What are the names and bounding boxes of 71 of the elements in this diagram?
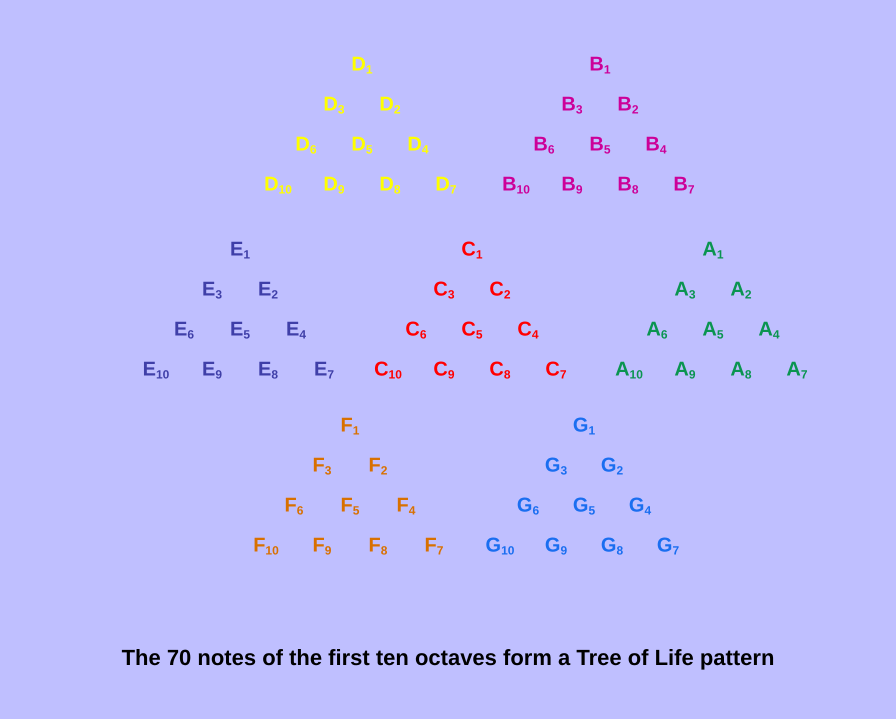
note-label: D$_{9}$ (323, 174, 345, 196)
note-label: E$_{7}$ (314, 360, 334, 380)
note-label: F$_{6}$ (284, 496, 304, 516)
note-label: F$_{8}$ (368, 536, 388, 556)
note-label: A$_{9}$ (674, 360, 696, 380)
note-label: E$_{5}$ (230, 320, 250, 340)
note-label: C$_{3}$ (433, 280, 455, 300)
note-label: B$_{4}$ (645, 134, 667, 156)
note-label: A$_{3}$ (674, 280, 696, 300)
note-label: A$_{4}$ (758, 320, 780, 340)
note-label: D$_{6}$ (295, 134, 317, 156)
note-label: E$_{2}$ (258, 280, 278, 300)
note-label: D$_{10}$ (264, 174, 292, 196)
note-label: F$_{2}$ (368, 456, 388, 476)
note-label: B$_{2}$ (617, 94, 639, 116)
note-label: B$_{5}$ (589, 134, 611, 156)
note-label: B$_{6}$ (533, 134, 555, 156)
note-label: F$_{4}$ (396, 496, 416, 516)
note-label: C$_{4}$ (517, 320, 539, 340)
note-label: C$_{7}$ (545, 360, 567, 380)
note-label: C$_{6}$ (405, 320, 427, 340)
note-label: B$_{1}$ (589, 54, 611, 76)
note-label: G$_{3}$ (544, 456, 568, 476)
note-label: E$_{4}$ (286, 320, 306, 340)
note-label: D$_{4}$ (407, 134, 429, 156)
note-label: G$_{6}$ (516, 496, 540, 516)
note-label: D$_{8}$ (379, 174, 401, 196)
note-label: E$_{8}$ (258, 360, 278, 380)
note-label: F$_{5}$ (340, 496, 360, 516)
note-label: B$_{7}$ (673, 174, 695, 196)
note-label: B$_{10}$ (502, 174, 530, 196)
note-label: G$_{2}$ (600, 456, 624, 476)
note-label: C$_{5}$ (461, 320, 483, 340)
note-label: A$_{2}$ (730, 280, 752, 300)
note-label: B$_{9}$ (561, 174, 583, 196)
note-label: G$_{1}$ (572, 416, 596, 436)
note-label: B$_{3}$ (561, 94, 583, 116)
note-label: D$_{1}$ (351, 54, 373, 76)
note-label: C$_{1}$ (461, 240, 483, 260)
note-label: C$_{8}$ (489, 360, 511, 380)
note-label: C$_{9}$ (433, 360, 455, 380)
note-label: G$_{7}$ (656, 536, 680, 556)
note-label: F$_{3}$ (312, 456, 332, 476)
note-label: G$_{5}$ (572, 496, 596, 516)
note-label: D$_{7}$ (435, 174, 457, 196)
note-label: E$_{9}$ (202, 360, 222, 380)
note-label: G$_{4}$ (628, 496, 652, 516)
note-label: F$_{9}$ (312, 536, 332, 556)
note-label: G$_{8}$ (600, 536, 624, 556)
note-label: G$_{9}$ (544, 536, 568, 556)
note-label: A$_{1}$ (702, 240, 724, 260)
note-label: A$_{8}$ (730, 360, 752, 380)
note-label: F$_{10}$ (253, 536, 279, 556)
note-label: D$_{2}$ (379, 94, 401, 116)
note-label: A$_{7}$ (786, 360, 808, 380)
note-label: E$_{6}$ (174, 320, 194, 340)
caption: The 70 notes of the first ten octaves form a Tree of Life pattern (120, 645, 776, 671)
note-label: C$_{2}$ (489, 280, 511, 300)
note-label: A$_{5}$ (702, 320, 724, 340)
note-label: G$_{10}$ (486, 536, 514, 556)
note-label: D$_{3}$ (323, 94, 345, 116)
note-label: B$_{8}$ (617, 174, 639, 196)
note-label: C$_{10}$ (374, 360, 402, 380)
note-label: E$_{10}$ (142, 360, 170, 380)
note-label: E$_{1}$ (230, 240, 250, 260)
note-label: F$_{7}$ (424, 536, 444, 556)
note-label: F$_{1}$ (340, 416, 360, 436)
note-label: A$_{6}$ (646, 320, 668, 340)
note-label: D$_{5}$ (351, 134, 373, 156)
note-label: E$_{3}$ (202, 280, 222, 300)
note-label: A$_{10}$ (615, 360, 643, 380)
